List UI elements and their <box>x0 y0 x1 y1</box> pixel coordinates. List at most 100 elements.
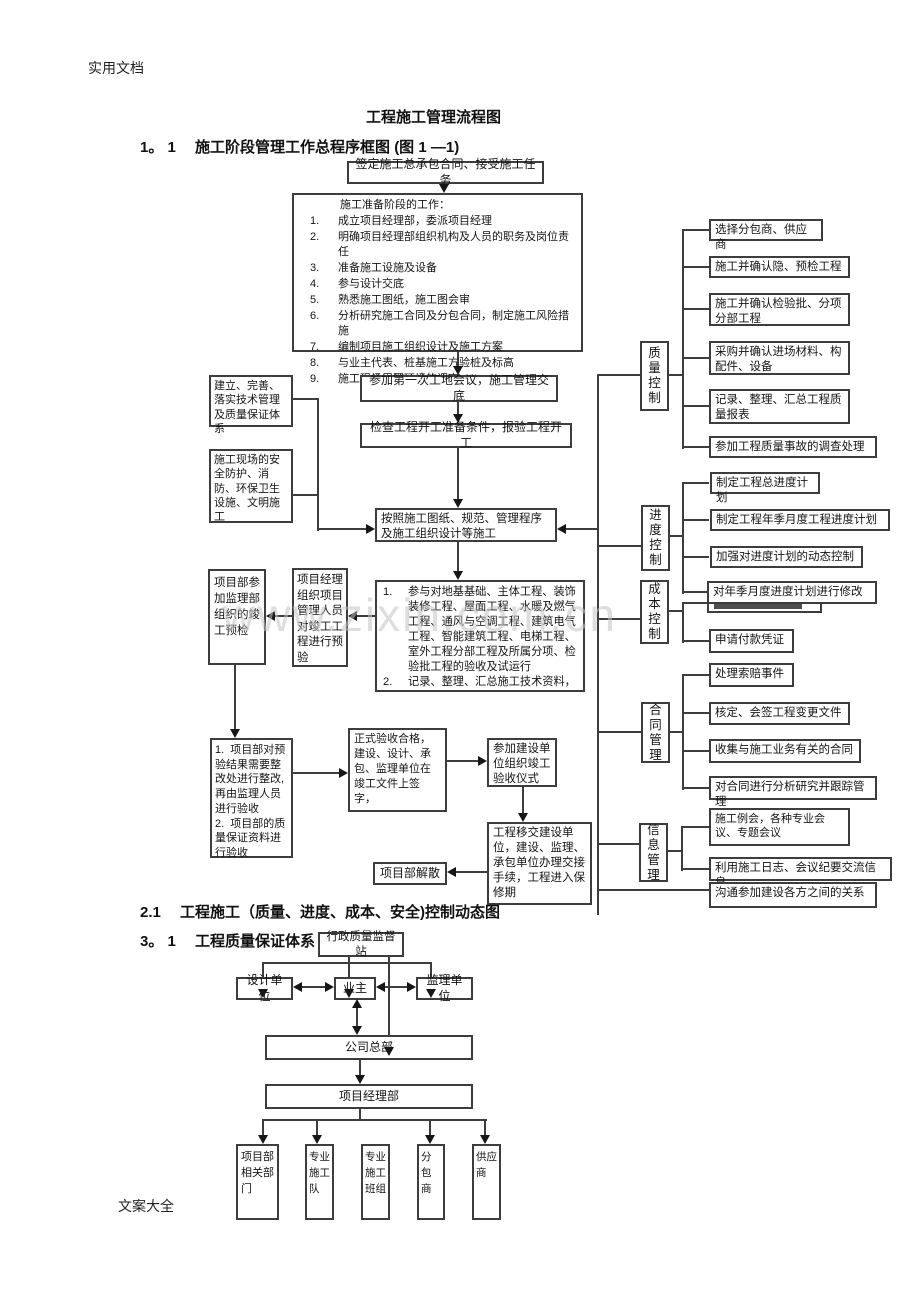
arrowhead-d <box>425 1135 435 1144</box>
arrowhead-d <box>453 366 463 375</box>
arrowhead-d <box>344 989 354 998</box>
quality-item: 采购并确认进场材料、构配件、设备 <box>709 341 850 375</box>
list-item: 熟悉施工图纸，施工图会审 <box>310 293 470 309</box>
connector-line <box>668 850 681 852</box>
info-item: 施工例会，各种专业会议、专题会议 <box>709 808 850 846</box>
schedule-item: 加强对进度计划的动态控制 <box>710 546 863 568</box>
connector-line <box>682 556 709 558</box>
arrowhead-d <box>355 1075 365 1084</box>
cost-item: 申请付款凭证 <box>709 629 794 653</box>
connector-line <box>669 610 682 612</box>
contract-item: 对合同进行分析研究并跟踪管理 <box>709 776 877 808</box>
connector-line <box>430 962 432 991</box>
connector-line <box>668 374 682 376</box>
arrowhead-d <box>439 184 449 193</box>
arrowhead-d <box>230 729 240 738</box>
connector-line <box>293 494 318 496</box>
quality-item: 选择分包商、供应商 <box>709 219 823 251</box>
connector-line <box>348 957 350 963</box>
section-label-cost-control: 成本控制 <box>640 580 669 644</box>
flow-box-rectify: 项目部对预验结果需要整改处进行整改,再由监理人员进行验收 项目部的质量保证资料进… <box>210 738 293 861</box>
connector-line <box>262 962 264 991</box>
arrowhead-r <box>478 756 487 766</box>
flow-box-preparation: 施工准备阶段的工作： 成立项目经理部，委派项目经理 明确项目经理部组织机构及人员… <box>292 193 583 387</box>
connector-line <box>262 962 432 964</box>
org-box-pm-dept: 项目经理部 <box>265 1084 473 1109</box>
flow-box-pre-check: 项目部参加监理部组织的竣工预检 <box>208 569 266 665</box>
arrowhead-d <box>453 571 463 580</box>
arrowhead-l <box>557 524 566 534</box>
connector-line <box>447 760 480 762</box>
connector-line <box>682 591 707 593</box>
connector-line <box>682 405 709 407</box>
org-box-design-unit: 设计单位 <box>236 973 293 1003</box>
connector-line <box>388 957 390 1049</box>
connector-line <box>359 1060 361 1077</box>
arrowhead-d <box>453 414 463 423</box>
contract-item: 收集与施工业务有关的合同 <box>709 739 861 763</box>
connector-line <box>457 542 459 573</box>
arrowhead-d <box>518 813 528 822</box>
connector-line <box>682 446 709 448</box>
connector-line <box>682 675 684 790</box>
flow-box-sign-contract: 签定施工总承包合同、接受施工任务 <box>347 157 544 187</box>
preparation-list: 成立项目经理部，委派项目经理 明确项目经理部组织机构及人员的职务及岗位责任 准备… <box>300 214 575 388</box>
list-item: 项目部的质量保证资料进行验收 <box>215 817 286 859</box>
flow-box-handover: 工程移交建设单位，建设、监理、承包单位办理交接手续，工程进入保修期 <box>487 822 592 905</box>
org-box-hq: 公司总部 <box>265 1035 473 1060</box>
org-box-unit: 专业施工队 <box>305 1144 334 1220</box>
connector-line <box>669 535 682 537</box>
contract-item: 处理索赔事件 <box>709 663 794 687</box>
list-item: 准备施工设施及设备 <box>310 261 437 277</box>
list-item: 项目部对预验结果需要整改处进行整改,再由监理人员进行验收 <box>215 744 286 815</box>
list-item: 分析研究施工合同及分包合同，制定施工风险措施 <box>310 309 569 338</box>
connector-line <box>681 826 709 828</box>
rectify-list: 项目部对预验结果需要整改处进行整改,再由监理人员进行验收 项目部的质量保证资料进… <box>215 743 288 861</box>
org-box-unit: 专业施工班组 <box>361 1144 390 1220</box>
quality-item: 施工并确认隐、预检工程 <box>709 256 850 278</box>
org-box-unit: 供应商 <box>472 1144 501 1220</box>
connector-line <box>682 357 709 359</box>
arrowhead-d <box>258 1135 268 1144</box>
list-item: 成立项目经理部，委派项目经理 <box>310 214 492 230</box>
flow-box-disband: 项目部解散 <box>373 862 447 885</box>
org-box-owner: 业主 <box>334 977 376 1000</box>
connector-line <box>317 398 319 531</box>
footer-note: 文案大全 <box>118 1198 174 1214</box>
connector-line <box>682 482 709 484</box>
connector-line <box>682 483 684 594</box>
section-label-schedule-control: 进度控制 <box>641 505 670 571</box>
arrowhead-l <box>266 611 275 621</box>
connector-line <box>348 962 350 991</box>
schedule-item: 制定工程年季月度工程进度计划 <box>710 509 890 531</box>
connector-line <box>566 528 597 530</box>
arrowhead-l <box>447 867 456 877</box>
contract-item: 核定、会签工程变更文件 <box>709 702 850 725</box>
connector-line <box>359 1109 361 1121</box>
flow-box-tech-system: 建立、完善、落实技术管理及质量保证体系 <box>209 375 293 435</box>
connector-line <box>682 750 709 752</box>
connector-line <box>597 843 639 845</box>
acceptance-list: 参与对地基基础、主体工程、装饰装修工程、屋面工程、水暖及燃气工程、通风与空调工程… <box>380 585 580 690</box>
arrowhead-d <box>426 989 436 998</box>
flow-box-ceremony: 参加建设单位组织竣工验收仪式 <box>487 738 557 787</box>
page-title: 工程施工管理流程图 <box>366 109 502 126</box>
connector-line <box>379 986 413 988</box>
org-box-supervision-station: 行政质量监督站 <box>318 931 404 958</box>
connector-line <box>682 229 684 449</box>
arrowhead-r <box>339 768 348 778</box>
connector-line <box>522 787 524 816</box>
section-label-info-management: 信息管理 <box>639 823 668 882</box>
connector-line <box>597 374 640 376</box>
connector-line <box>597 374 599 915</box>
connector-line <box>262 1119 264 1137</box>
connector-line <box>682 603 684 643</box>
arrowhead-d <box>480 1135 490 1144</box>
connector-line <box>356 1003 358 1031</box>
arrowhead-d <box>384 1047 394 1056</box>
schedule-item: 制定工程总进度计划 <box>710 472 820 504</box>
connector-line <box>682 640 709 642</box>
connector-line <box>669 731 682 733</box>
list-item: 参与对地基基础、主体工程、装饰装修工程、屋面工程、水暖及燃气工程、通风与空调工程… <box>383 585 576 673</box>
